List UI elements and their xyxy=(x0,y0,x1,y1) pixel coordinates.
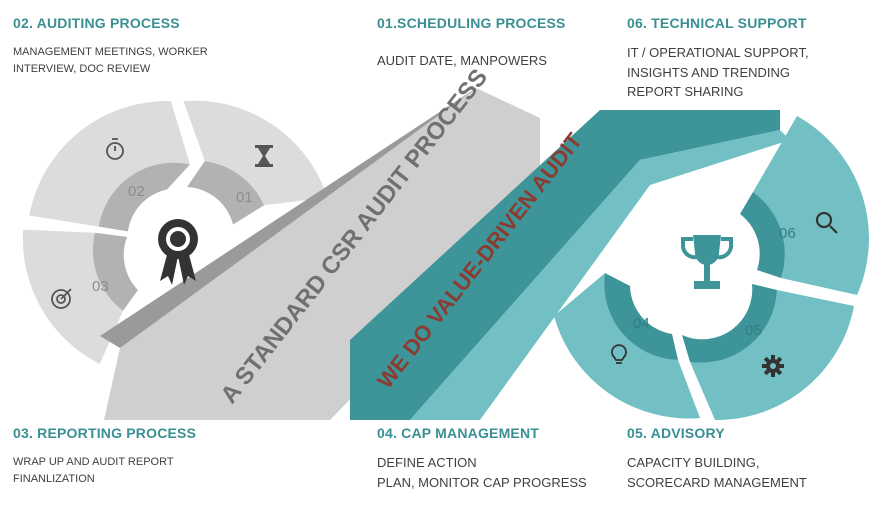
segment-01-outer xyxy=(183,100,328,206)
step-04-line-2: PLAN, MONITOR CAP PROGRESS xyxy=(377,474,587,490)
step-04-line-1: DEFINE ACTION xyxy=(377,455,477,470)
step-06-title: 06. TECHNICAL SUPPORT xyxy=(627,15,807,31)
segment-06-inner xyxy=(740,192,785,278)
number-02: 02 xyxy=(128,183,145,200)
segment-04-outer xyxy=(554,273,700,419)
step-02-line-2: INTERVIEW, DOC REVIEW xyxy=(13,62,151,75)
number-06: 06 xyxy=(779,225,796,242)
step-03-description: WRAP UP AND AUDIT REPORT FINANLIZATION xyxy=(13,454,174,487)
number-04: 04 xyxy=(633,315,650,332)
number-05: 05 xyxy=(745,322,762,339)
segment-03-outer xyxy=(22,229,123,364)
segment-03-inner xyxy=(92,232,138,311)
step-06-line-3: REPORT SHARING xyxy=(627,84,744,99)
segment-06-outer xyxy=(753,116,869,295)
gray-band-face xyxy=(104,88,540,420)
number-03: 03 xyxy=(92,278,109,295)
hourglass-icon xyxy=(255,145,273,167)
step-06-description: IT / OPERATIONAL SUPPORT, INSIGHTS AND T… xyxy=(627,43,809,102)
teal-band-shadow xyxy=(410,130,790,420)
step-05-line-2: SCORECARD MANAGEMENT xyxy=(627,474,807,490)
gray-band xyxy=(100,88,540,420)
number-01: 01 xyxy=(236,189,253,206)
step-06-line-2: INSIGHTS AND TRENDING xyxy=(627,64,791,80)
gear-icon xyxy=(762,355,784,377)
trophy-icon xyxy=(681,235,733,289)
step-04-description: DEFINE ACTION PLAN, MONITOR CAP PROGRESS xyxy=(377,453,587,492)
step-02-description: MANAGEMENT MEETINGS, WORKER INTERVIEW, D… xyxy=(13,44,208,77)
target-icon xyxy=(51,288,72,309)
step-01-title: 01.SCHEDULING PROCESS xyxy=(377,15,566,31)
magnifier-icon xyxy=(815,211,838,234)
gray-band-shadow xyxy=(100,88,476,348)
step-06-line-1: IT / OPERATIONAL SUPPORT, xyxy=(627,45,809,60)
award-ribbon-icon xyxy=(158,219,198,285)
step-01-description: AUDIT DATE, MANPOWERS xyxy=(377,51,547,71)
segment-01-inner xyxy=(187,161,264,225)
teal-band xyxy=(350,110,790,420)
step-02-title: 02. AUDITING PROCESS xyxy=(13,15,180,31)
step-01-line-1: AUDIT DATE, MANPOWERS xyxy=(377,53,547,68)
step-05-line-1: CAPACITY BUILDING, xyxy=(627,455,760,470)
step-03-title: 03. REPORTING PROCESS xyxy=(13,425,197,441)
segment-05-inner xyxy=(682,284,777,363)
step-04-title: 04. CAP MANAGEMENT xyxy=(377,425,540,441)
step-02-line-1: MANAGEMENT MEETINGS, WORKER xyxy=(13,46,208,58)
segment-02-inner xyxy=(98,162,190,232)
step-05-description: CAPACITY BUILDING, SCORECARD MANAGEMENT xyxy=(627,453,807,492)
step-05-title: 05. ADVISORY xyxy=(627,425,725,441)
step-03-line-1: WRAP UP AND AUDIT REPORT xyxy=(13,456,174,468)
lightbulb-icon xyxy=(611,344,627,364)
teal-band-face xyxy=(350,110,780,420)
segment-02-outer xyxy=(29,101,190,227)
stopwatch-icon xyxy=(106,138,124,160)
step-03-line-2: FINANLIZATION xyxy=(13,472,95,485)
segment-04-inner xyxy=(604,273,678,360)
